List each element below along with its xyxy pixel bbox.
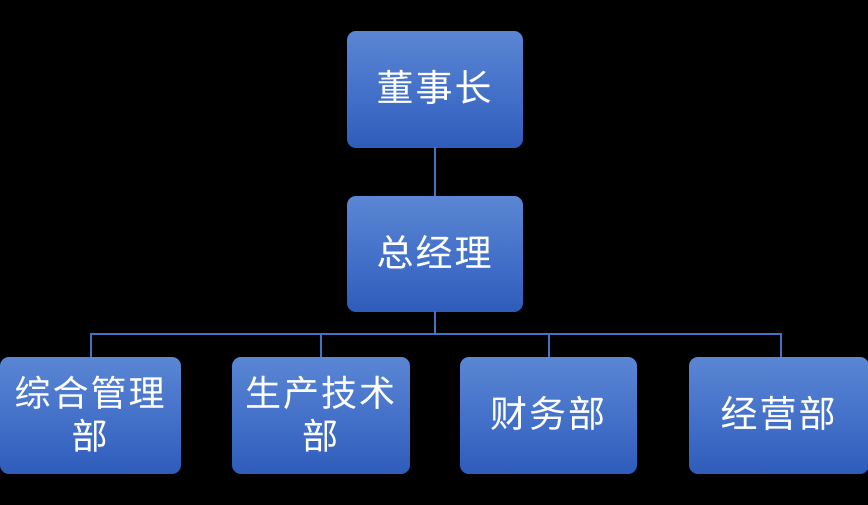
node-dept-operations-label: 经营部 bbox=[720, 394, 838, 436]
node-dept-general-admin-label: 综合管理部 bbox=[14, 373, 167, 457]
node-chairman[interactable]: 董事长 bbox=[347, 31, 523, 148]
connector-drop-production-tech bbox=[320, 333, 322, 358]
node-dept-production-tech-label: 生产技术部 bbox=[244, 373, 397, 457]
node-chairman-label: 董事长 bbox=[376, 68, 494, 110]
node-dept-finance-label: 财务部 bbox=[490, 394, 607, 436]
node-dept-general-admin[interactable]: 综合管理部 bbox=[0, 357, 181, 474]
connector-chairman-to-gm bbox=[434, 147, 436, 197]
connector-gm-dropline bbox=[434, 311, 436, 335]
node-general-manager-label: 总经理 bbox=[376, 232, 494, 274]
connector-drop-finance bbox=[548, 333, 550, 358]
node-dept-operations[interactable]: 经营部 bbox=[689, 357, 868, 474]
connector-horizontal-bus bbox=[90, 333, 782, 335]
node-dept-finance[interactable]: 财务部 bbox=[460, 357, 637, 474]
connector-drop-operations bbox=[780, 333, 782, 358]
connector-drop-general-admin bbox=[90, 333, 92, 358]
node-dept-production-tech[interactable]: 生产技术部 bbox=[232, 357, 410, 474]
node-general-manager[interactable]: 总经理 bbox=[347, 196, 523, 312]
